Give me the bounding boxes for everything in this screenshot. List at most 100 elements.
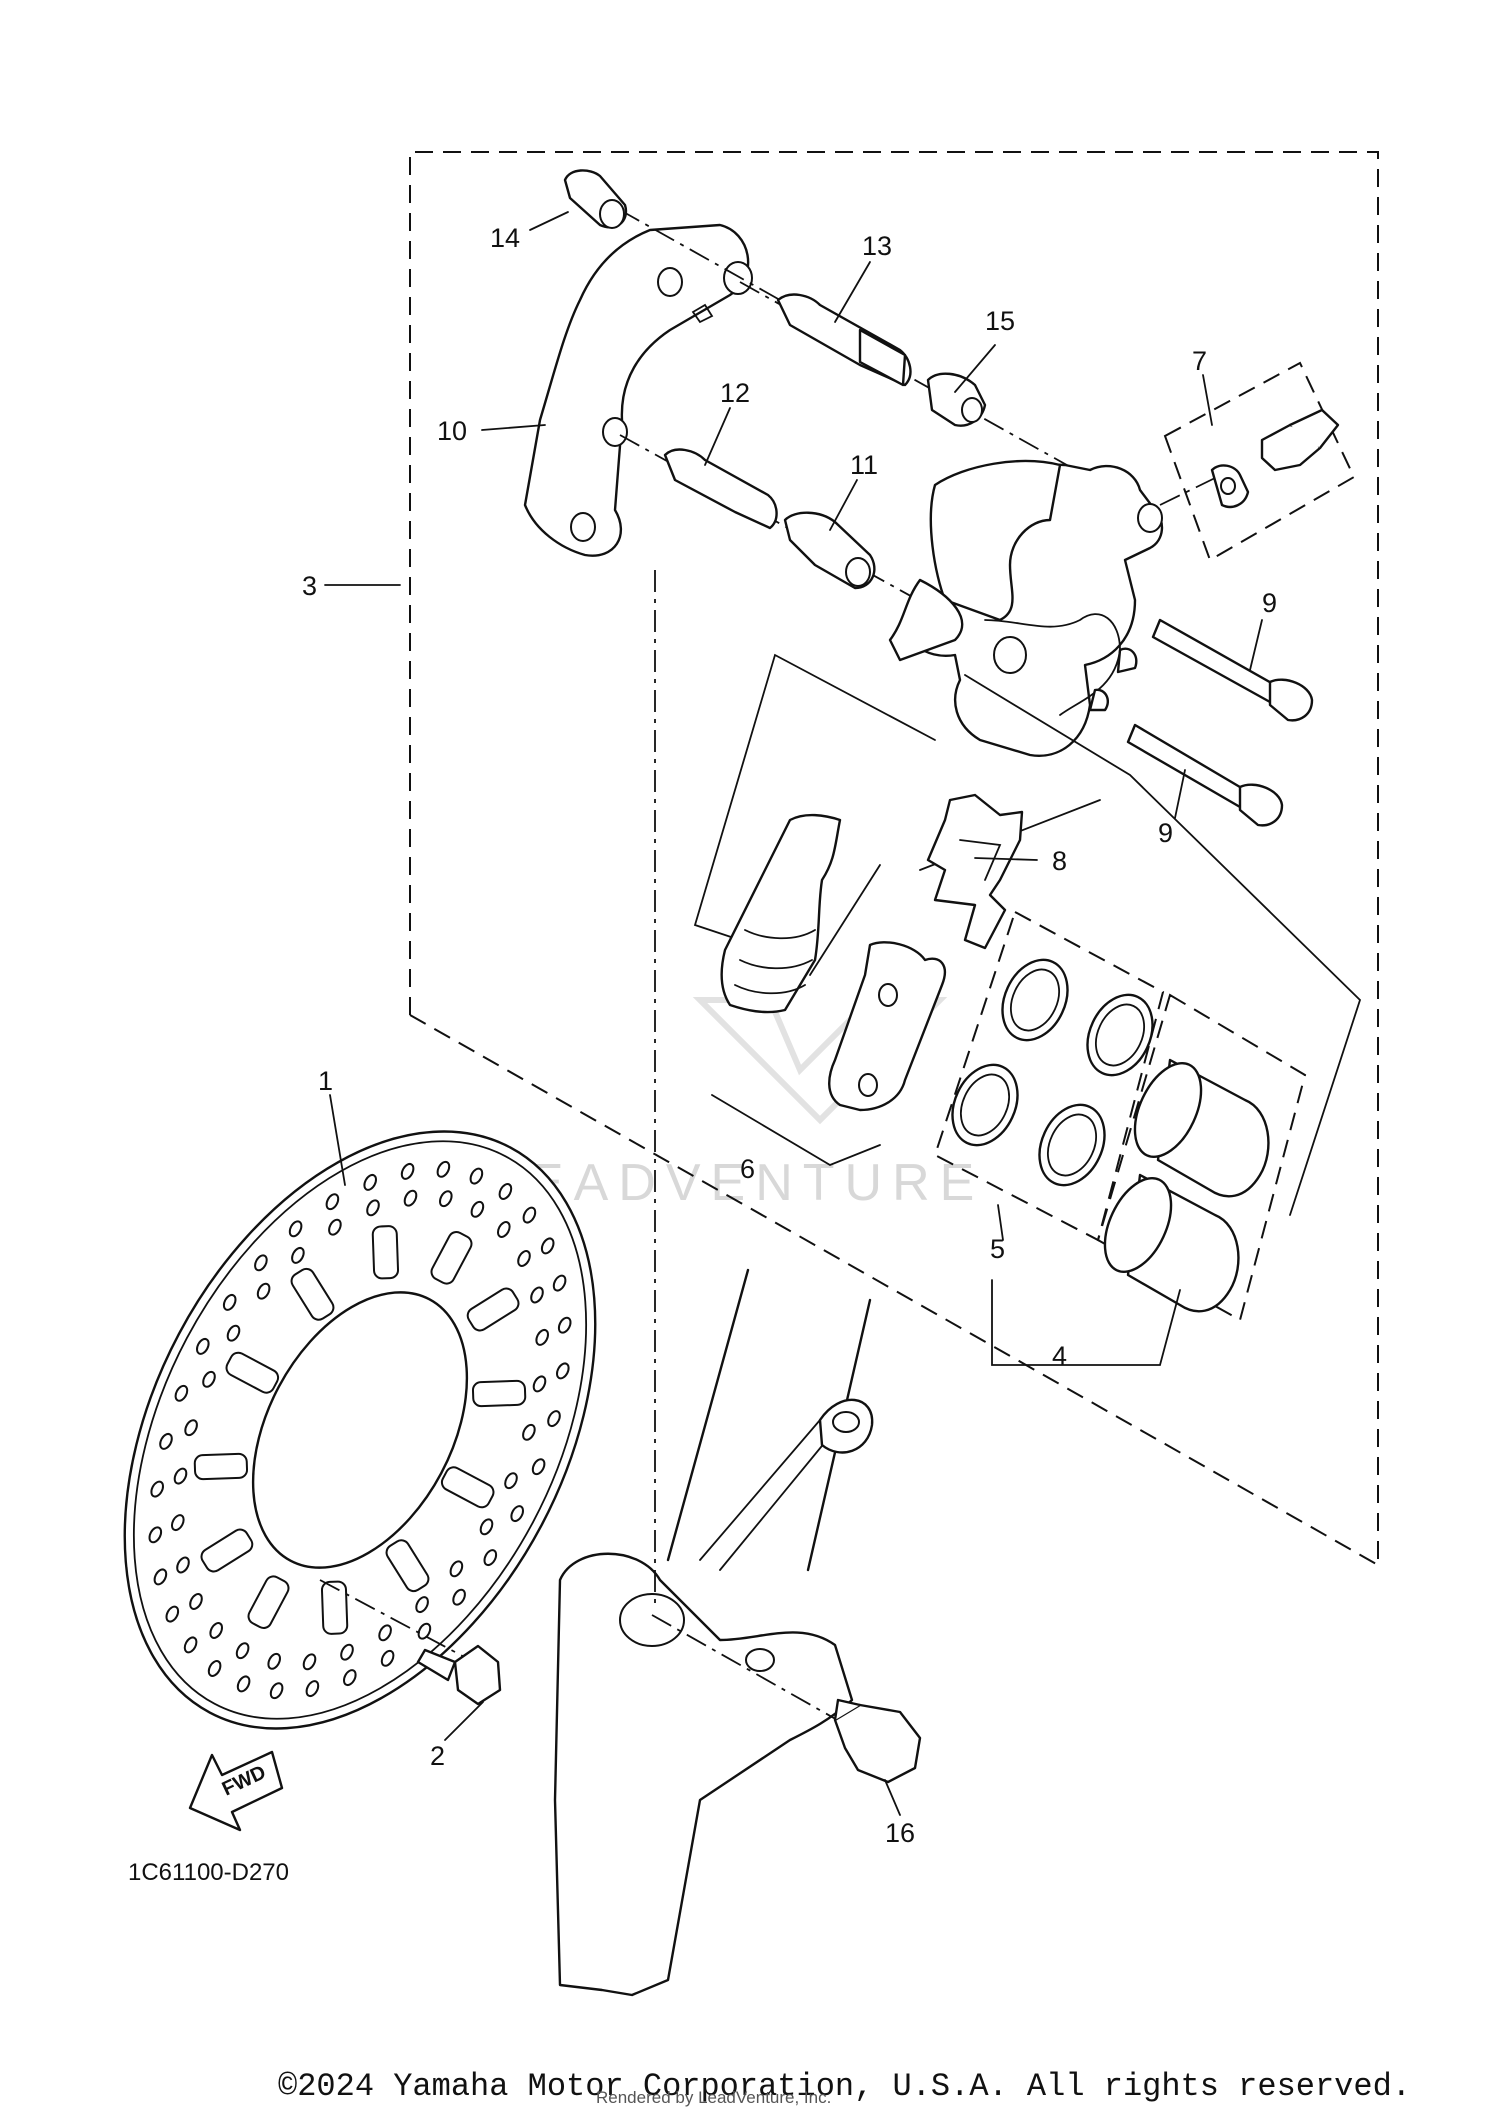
- disc-hole: [196, 1337, 210, 1355]
- callout-15: 15: [985, 306, 1015, 336]
- callout-14: 14: [490, 223, 520, 253]
- disc-slot: [200, 1528, 254, 1573]
- pad-pin-upper[interactable]: [1151, 618, 1314, 722]
- callout-6: 6: [740, 1154, 755, 1184]
- caliper-mount-bolt[interactable]: [651, 1614, 922, 1784]
- disc-hole: [176, 1556, 190, 1574]
- disc-slot-pattern: [193, 1225, 527, 1635]
- disc-hole: [235, 1642, 250, 1660]
- disc-hole: [470, 1200, 485, 1218]
- callout-13: 13: [862, 231, 892, 261]
- brake-pad-rear[interactable]: [828, 941, 947, 1112]
- disc-hole: [209, 1622, 223, 1639]
- boot-15[interactable]: [926, 372, 987, 427]
- callout-9a: 9: [1262, 588, 1277, 618]
- disc-hole: [305, 1680, 320, 1698]
- leader-lines: [324, 211, 1263, 1816]
- svg-text:LEADVENTURE: LEADVENTURE: [490, 1154, 984, 1212]
- disc-hole: [269, 1682, 284, 1700]
- disc-hole: [557, 1316, 572, 1334]
- fwd-arrow: FWD: [188, 1750, 284, 1832]
- disc-slot: [466, 1287, 520, 1332]
- bolt-12[interactable]: [619, 434, 946, 616]
- disc-hole: [159, 1432, 173, 1450]
- disc-hole: [552, 1274, 567, 1292]
- disc-hole: [498, 1183, 513, 1200]
- disc-hole: [328, 1218, 342, 1236]
- disc-hole: [165, 1605, 180, 1623]
- disc-hole: [222, 1293, 237, 1311]
- callout-7: 7: [1192, 346, 1207, 376]
- disc-hole: [378, 1624, 392, 1642]
- disc-hole: [291, 1246, 305, 1264]
- disc-hole: [173, 1467, 188, 1485]
- disc-hole: [325, 1193, 340, 1211]
- brake-disc[interactable]: [29, 1051, 691, 1809]
- disc-hole: [510, 1505, 524, 1523]
- disc-slot: [385, 1539, 430, 1593]
- caliper-bracket[interactable]: [523, 223, 753, 557]
- disc-hole: [380, 1649, 395, 1667]
- watermark: LEADVENTURE: [490, 997, 984, 1212]
- callout-labels: 1 2 3 4 5 6 7 8 9 9 10 11 12 13 14 15 16: [302, 223, 1277, 1848]
- disc-hole: [363, 1173, 377, 1191]
- collar[interactable]: [563, 169, 781, 301]
- callout-16: 16: [885, 1818, 915, 1848]
- bolt-13[interactable]: [739, 281, 1091, 479]
- disc-slot: [440, 1466, 495, 1509]
- disc-hole: [530, 1286, 544, 1304]
- fork-leg: [553, 570, 874, 1997]
- callout-8: 8: [1052, 846, 1067, 876]
- disc-hole: [288, 1220, 303, 1238]
- brake-pad-front[interactable]: [720, 813, 842, 1014]
- disc-hole: [403, 1189, 418, 1207]
- rendered-by-notice: Rendered by LeadVenture, Inc.: [596, 2088, 832, 2107]
- disc-hole: [497, 1221, 511, 1238]
- disc-slot: [290, 1267, 335, 1321]
- disc-slot: [225, 1351, 280, 1394]
- disc-hole: [417, 1622, 432, 1640]
- disc-hole: [267, 1652, 281, 1670]
- callout-2: 2: [430, 1741, 445, 1771]
- copyright-notice: ©2024 Yamaha Motor Corporation, U.S.A. A…: [278, 2068, 1411, 2105]
- boot-11[interactable]: [783, 511, 876, 590]
- pad-spring[interactable]: [926, 793, 1024, 950]
- disc-hole: [148, 1526, 163, 1544]
- disc-slot: [371, 1225, 400, 1280]
- disc-hole: [532, 1375, 547, 1393]
- disc-hole-pattern: [148, 1160, 572, 1700]
- disc-hole: [183, 1636, 198, 1654]
- caliper-body[interactable]: [888, 459, 1164, 757]
- disc-hole: [452, 1588, 466, 1606]
- caliper-assembly-outline: [409, 151, 1379, 1566]
- disc-slot: [471, 1379, 527, 1408]
- disc-hole: [153, 1568, 168, 1586]
- disc-hole: [483, 1549, 498, 1567]
- callout-9b: 9: [1158, 818, 1173, 848]
- disc-hole: [469, 1167, 484, 1185]
- callout-3: 3: [302, 571, 317, 601]
- disc-hole: [547, 1410, 561, 1428]
- disc-hole: [207, 1660, 222, 1677]
- disc-hole: [479, 1518, 494, 1536]
- callout-5: 5: [990, 1234, 1005, 1264]
- disc-hole: [174, 1384, 189, 1402]
- callout-1: 1: [318, 1066, 333, 1096]
- diagram-code: 1C61100-D270: [128, 1859, 289, 1886]
- caliper-seal-kit[interactable]: [1091, 993, 1307, 1322]
- disc-hole: [302, 1653, 317, 1671]
- disc-hole: [171, 1514, 185, 1532]
- bleed-screw-set[interactable]: [1159, 361, 1356, 562]
- disc-hole: [366, 1199, 380, 1217]
- pad-pin-lower[interactable]: [1126, 723, 1284, 827]
- disc-hole: [400, 1162, 415, 1180]
- disc-hole: [535, 1328, 549, 1346]
- disc-hole: [517, 1250, 531, 1267]
- disc-hole: [189, 1593, 203, 1610]
- disc-hole: [504, 1472, 518, 1490]
- disc-bolt[interactable]: [319, 1579, 502, 1706]
- disc-hole: [184, 1419, 198, 1437]
- disc-hole: [236, 1675, 251, 1693]
- disc-hole: [254, 1254, 268, 1272]
- disc-hole: [436, 1160, 451, 1178]
